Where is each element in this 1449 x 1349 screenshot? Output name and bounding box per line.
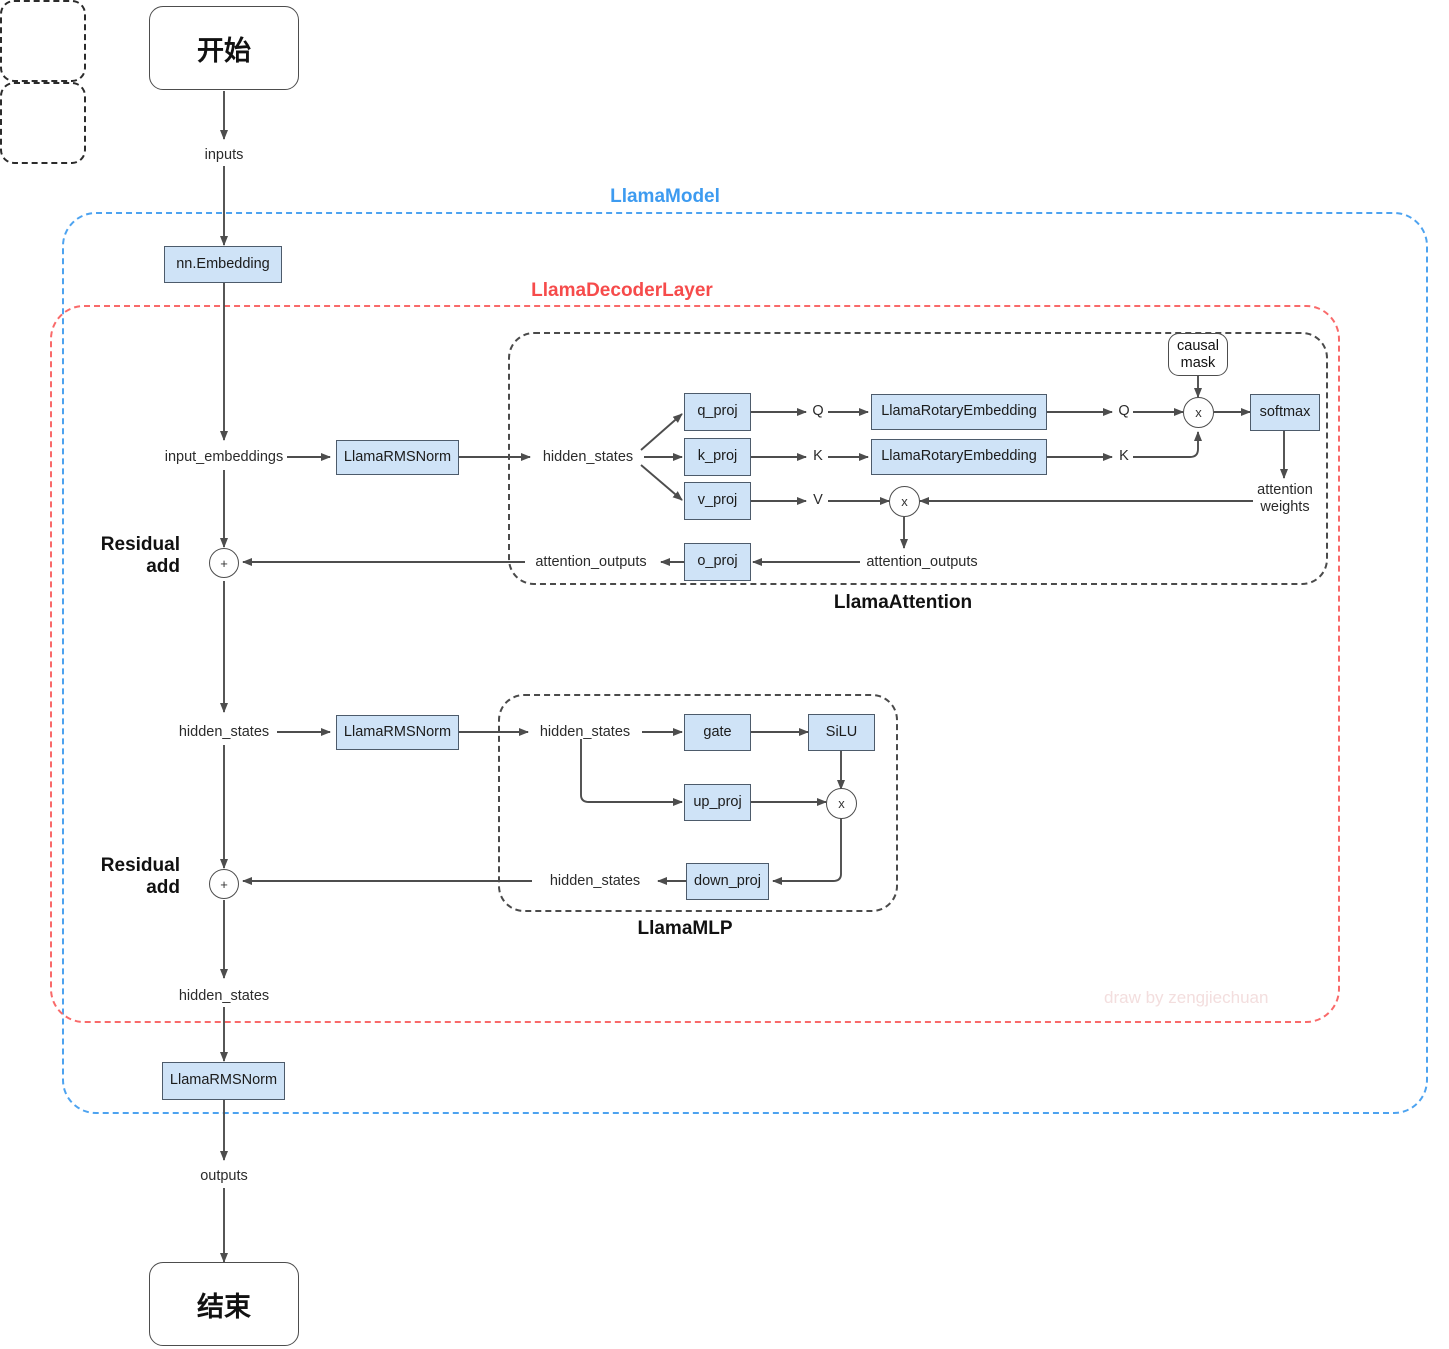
edge-label-hidden-states-mlp-out: hidden_states (549, 873, 641, 889)
matmul-qk-operator[interactable]: x (1183, 397, 1214, 428)
frame-llama-model (62, 212, 1428, 1114)
frame-llama-decoder-layer-title: LlamaDecoderLayer (531, 280, 713, 301)
up-proj-node[interactable]: up_proj (684, 784, 751, 821)
edge-label-attention-outputs-outer: attention_outputs (535, 554, 647, 570)
rotary-embedding-q-node[interactable]: LlamaRotaryEmbedding (871, 394, 1047, 430)
edge-label-k-roped: K (1119, 448, 1129, 464)
frame-llama-decoder-layer (50, 305, 1340, 1023)
end-terminator[interactable]: 结束 (149, 1262, 299, 1346)
frame-llama-attention-title: LlamaAttention (833, 592, 973, 613)
edge-label-attention-outputs-inner: attention_outputs (866, 554, 978, 570)
residual-add-mlp-group (0, 82, 86, 164)
silu-node[interactable]: SiLU (808, 714, 875, 751)
frame-llama-mlp-title: LlamaMLP (637, 918, 733, 939)
edge-label-q: Q (812, 403, 824, 419)
softmax-node[interactable]: softmax (1250, 394, 1320, 431)
rotary-embedding-k-node[interactable]: LlamaRotaryEmbedding (871, 439, 1047, 475)
edge-label-hidden-states-mlp-in: hidden_states (178, 724, 270, 740)
frame-llama-model-title: LlamaModel (610, 186, 720, 207)
frame-llama-mlp (498, 694, 898, 912)
residual-add-mlp-operator[interactable]: + (209, 869, 239, 899)
edge-label-inputs: inputs (204, 147, 244, 163)
k-proj-node[interactable]: k_proj (684, 438, 751, 476)
q-proj-node[interactable]: q_proj (684, 393, 751, 431)
edge-label-input-embeddings: input_embeddings (164, 449, 284, 465)
residual-add-attention-group (0, 0, 86, 82)
attention-weights-line2: weights (1260, 498, 1310, 515)
down-proj-node[interactable]: down_proj (686, 863, 769, 900)
edge-label-hidden-states-attn: hidden_states (542, 449, 634, 465)
edge-label-q-roped: Q (1118, 403, 1130, 419)
edge-label-attention-weights: attention weights (1257, 482, 1313, 515)
gate-node[interactable]: gate (684, 714, 751, 751)
nn-embedding-node[interactable]: nn.Embedding (164, 246, 282, 283)
rmsnorm-mlp-node[interactable]: LlamaRMSNorm (336, 715, 459, 750)
edge-label-v: V (813, 492, 823, 508)
start-terminator[interactable]: 开始 (149, 6, 299, 90)
watermark: draw by zengjiechuan (1104, 988, 1269, 1007)
edge-label-outputs: outputs (200, 1168, 248, 1184)
o-proj-node[interactable]: o_proj (684, 543, 751, 581)
rmsnorm-final-node[interactable]: LlamaRMSNorm (162, 1062, 285, 1100)
residual-add-attention-operator[interactable]: + (209, 548, 239, 578)
matmul-mlp-operator[interactable]: x (826, 788, 857, 819)
edge-label-hidden-states-mlp-split: hidden_states (539, 724, 631, 740)
edge-label-hidden-states-decoder-out: hidden_states (178, 988, 270, 1004)
edge-label-k: K (813, 448, 823, 464)
frame-llama-attention (508, 332, 1328, 585)
matmul-attn-value-operator[interactable]: x (889, 486, 920, 517)
attention-weights-line1: attention (1257, 482, 1313, 498)
rmsnorm-attention-node[interactable]: LlamaRMSNorm (336, 440, 459, 475)
v-proj-node[interactable]: v_proj (684, 482, 751, 520)
